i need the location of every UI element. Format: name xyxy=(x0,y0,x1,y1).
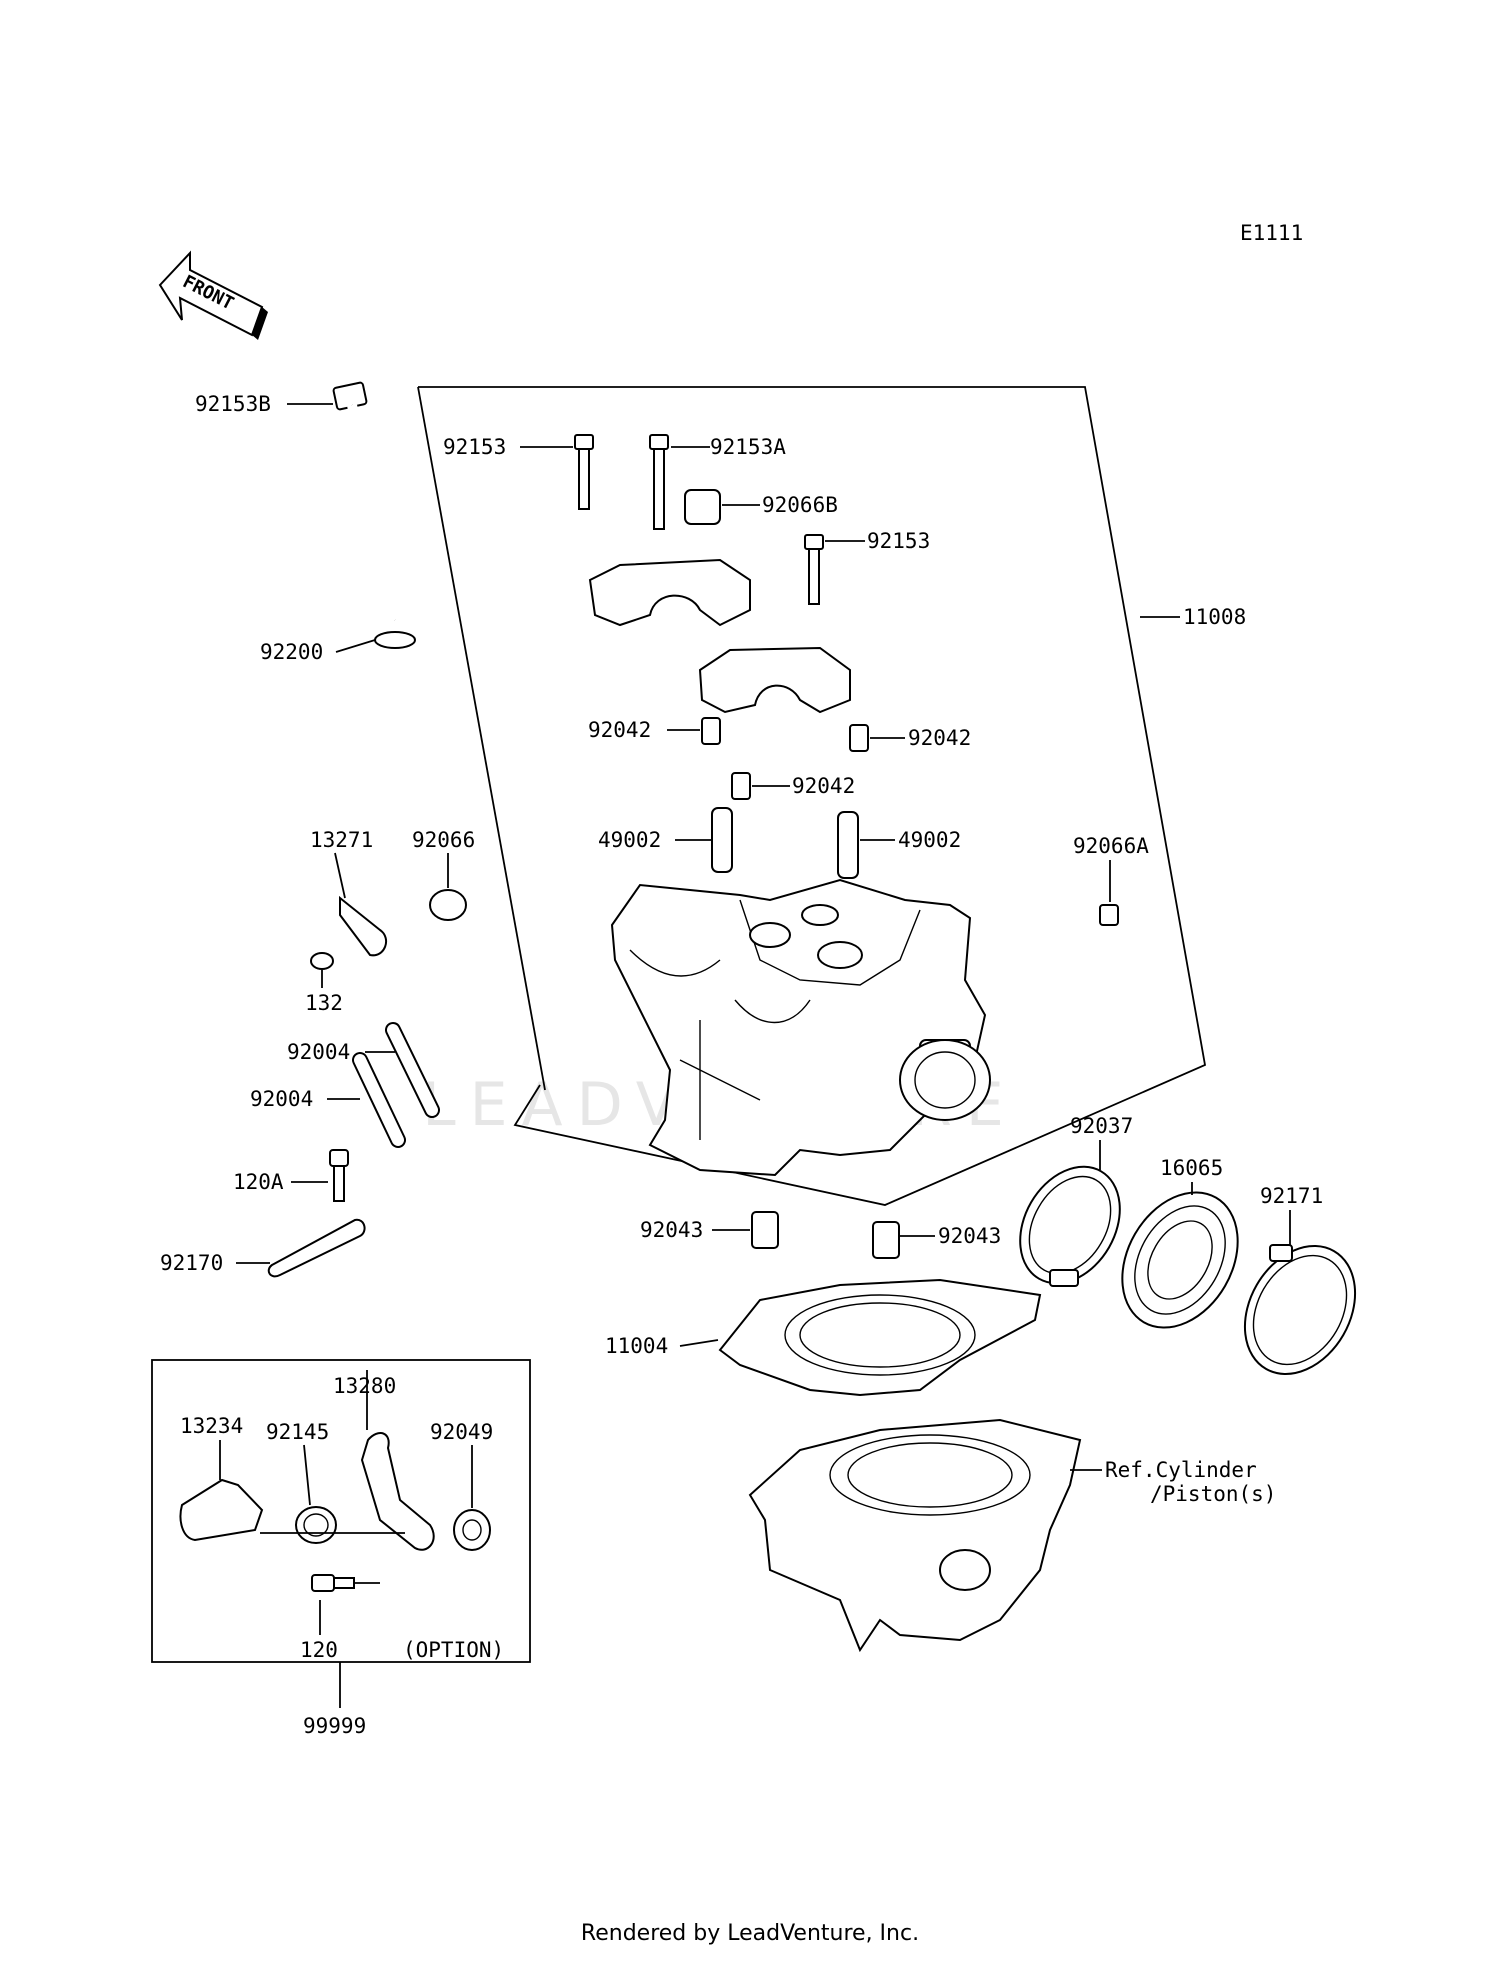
camshaft-cap-front xyxy=(588,558,751,627)
dowel-92042-a xyxy=(701,717,721,745)
bolt-92153B xyxy=(332,381,400,621)
part-label-92042-b: 92042 xyxy=(908,726,971,750)
part-label-92004-b: 92004 xyxy=(250,1087,313,1111)
washer-92200 xyxy=(374,631,416,649)
part-label-92145: 92145 xyxy=(266,1420,329,1444)
part-label-49002-a: 49002 xyxy=(598,828,661,852)
bolt-92153A xyxy=(649,434,669,530)
ref-label-line1: Ref.Cylinder xyxy=(1105,1458,1257,1482)
option-box xyxy=(151,1359,531,1663)
part-label-11004: 11004 xyxy=(605,1334,668,1358)
part-label-92170: 92170 xyxy=(160,1251,223,1275)
diagram-code: E1111 xyxy=(1240,221,1303,245)
part-label-92066A: 92066A xyxy=(1073,834,1149,858)
plug-92066A xyxy=(1099,904,1119,926)
leader-lines xyxy=(219,403,1291,1708)
valve-guide-49002-b xyxy=(837,811,859,879)
dowel-92042-c xyxy=(731,772,751,800)
cap-92066 xyxy=(429,889,467,921)
dowel-92042-b xyxy=(849,724,869,752)
part-label-92153-left: 92153 xyxy=(443,435,506,459)
part-label-92153B: 92153B xyxy=(195,392,271,416)
gasket-11004 xyxy=(718,1278,1042,1397)
part-label-92043-a: 92043 xyxy=(640,1218,703,1242)
part-label-99999: 99999 xyxy=(303,1714,366,1738)
dowel-92043-a xyxy=(751,1211,779,1249)
part-label-92043-b: 92043 xyxy=(938,1224,1001,1248)
part-labels: 92153B 92153 92153A 92066B 92153 11008 9… xyxy=(160,392,1323,1738)
dowel-92043-b xyxy=(872,1221,900,1259)
part-label-13280: 13280 xyxy=(333,1374,396,1398)
clamp-92037 xyxy=(1019,1165,1121,1287)
intake-pipe-16065 xyxy=(1121,1191,1239,1329)
part-label-92066B: 92066B xyxy=(762,493,838,517)
part-label-92153-right: 92153 xyxy=(867,529,930,553)
part-label-92042-c: 92042 xyxy=(792,774,855,798)
part-label-13271: 13271 xyxy=(310,828,373,852)
part-label-120: 120 xyxy=(300,1638,338,1662)
seal-92049 xyxy=(453,1509,491,1551)
part-label-120A: 120A xyxy=(233,1170,284,1194)
part-label-92004-a: 92004 xyxy=(287,1040,350,1064)
part-label-132: 132 xyxy=(305,991,343,1015)
cylinder-reference xyxy=(748,1418,1082,1653)
valve-guide-49002-a xyxy=(711,807,733,873)
front-arrow-icon: FRONT xyxy=(158,250,268,340)
sensor-13234 xyxy=(179,1478,264,1542)
part-label-92066: 92066 xyxy=(412,828,475,852)
part-label-49002-b: 49002 xyxy=(898,828,961,852)
cap-92066B xyxy=(684,489,721,525)
part-label-92037: 92037 xyxy=(1070,1114,1133,1138)
part-label-16065: 16065 xyxy=(1160,1156,1223,1180)
footer-credit: Rendered by LeadVenture, Inc. xyxy=(581,1921,919,1946)
plate-92170 xyxy=(267,1218,366,1278)
part-label-92153A: 92153A xyxy=(710,435,786,459)
part-label-92042-a: 92042 xyxy=(588,718,651,742)
clamp-92171 xyxy=(1243,1244,1357,1375)
assembly-outline xyxy=(418,386,1207,1206)
part-label-92171: 92171 xyxy=(1260,1184,1323,1208)
spring-92145 xyxy=(295,1506,337,1544)
bolt-92153-left xyxy=(574,434,594,510)
option-label: (OPTION) xyxy=(403,1638,504,1662)
part-label-92200: 92200 xyxy=(260,640,323,664)
plate-13271 xyxy=(339,895,388,957)
bolt-92153-right xyxy=(804,534,824,605)
part-label-11008: 11008 xyxy=(1183,605,1246,629)
arm-13280 xyxy=(360,1432,435,1551)
bolt-120 xyxy=(311,1574,355,1592)
bolt-132 xyxy=(310,952,334,970)
ref-label-line2: /Piston(s) xyxy=(1150,1482,1276,1506)
camshaft-cap-rear xyxy=(698,646,851,714)
cylinder-head xyxy=(610,878,991,1177)
part-label-92049: 92049 xyxy=(430,1420,493,1444)
bolt-120A xyxy=(329,1149,349,1202)
part-label-13234: 13234 xyxy=(180,1414,243,1438)
